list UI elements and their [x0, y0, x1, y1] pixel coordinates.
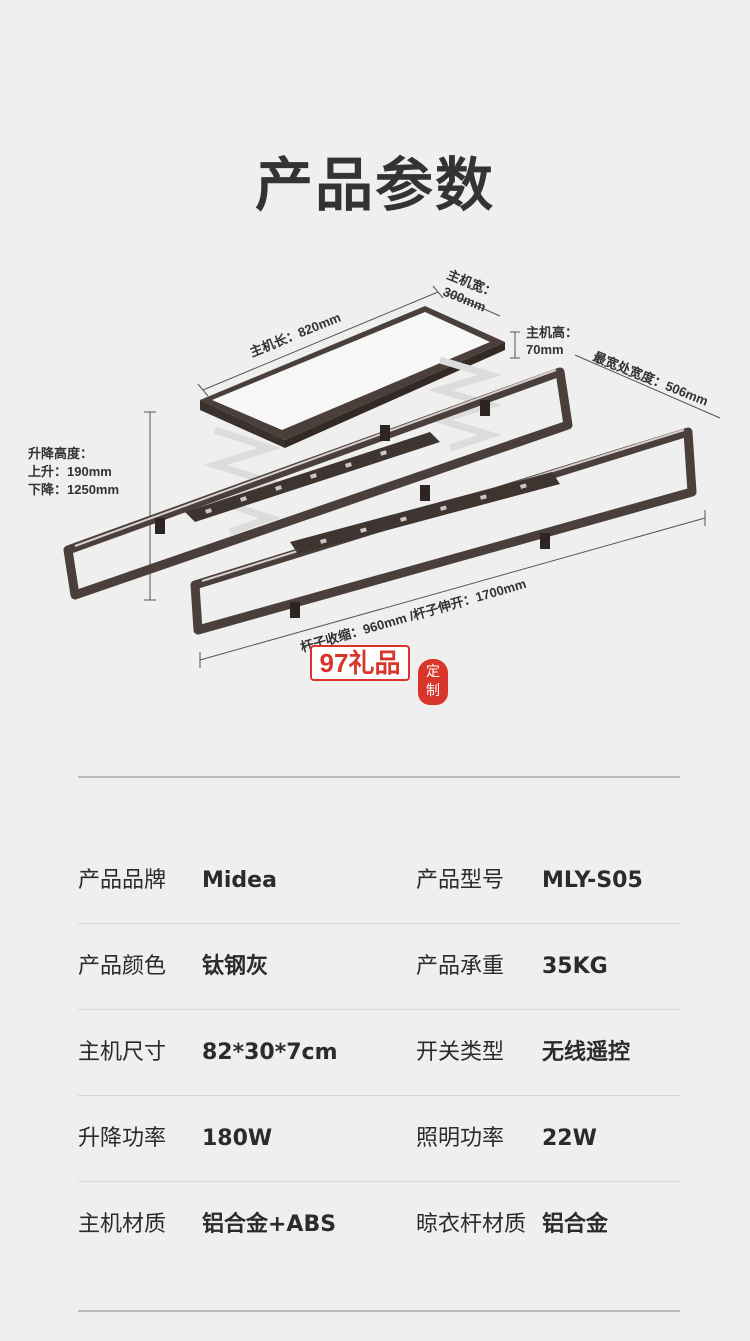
hanger-bars [185, 432, 560, 554]
front-rack-highlight [74, 369, 557, 547]
front-rack [63, 367, 573, 600]
height-label: 主机高： [526, 325, 578, 340]
spec-label: 主机尺寸 [78, 1040, 167, 1065]
spec-label: 产品承重 [416, 954, 505, 979]
drying-rack-diagram: 主机长：820mm 主机宽： 300mm 主机高： 70mm 最宽处宽度：506… [28, 267, 721, 668]
spec-row: 主机尺寸 82*30*7cm 开关类型 无线遥控 [78, 1010, 680, 1096]
watermark-logo: 97礼品 [310, 645, 410, 681]
spec-label: 照明功率 [416, 1126, 505, 1151]
spec-row: 主机材质 铝合金+ABS 晾衣杆材质 铝合金 [78, 1182, 680, 1268]
main-unit [200, 306, 505, 448]
bottom-divider [78, 1310, 680, 1312]
page-title: 产品参数 [254, 151, 495, 219]
spec-value: 钛钢灰 [202, 954, 269, 979]
max-width-label: 最宽处宽度：506mm [591, 349, 710, 409]
spec-label: 升降功率 [78, 1126, 167, 1151]
spec-value: Midea [202, 868, 277, 893]
spec-row: 产品颜色 钛钢灰 产品承重 35KG [78, 924, 680, 1010]
spec-row: 升降功率 180W 照明功率 22W [78, 1096, 680, 1182]
spec-value: MLY-S05 [542, 868, 643, 893]
spec-value: 无线遥控 [542, 1040, 631, 1065]
height-value: 70mm [526, 342, 564, 357]
seal-char-2: 制 [426, 683, 440, 699]
spec-label: 开关类型 [416, 1040, 505, 1065]
rack-joints [155, 400, 550, 618]
lift-down: 下降：1250mm [28, 482, 119, 497]
lift-up: 上升：190mm [28, 464, 112, 479]
spec-value: 铝合金+ABS [202, 1212, 337, 1237]
spec-table: 产品品牌 Midea 产品型号 MLY-S05 产品颜色 钛钢灰 产品承重 35… [78, 838, 680, 1268]
dimension-lines [144, 285, 721, 668]
seal-char-1: 定 [426, 664, 440, 680]
spec-value: 铝合金 [542, 1212, 609, 1237]
spec-label: 主机材质 [78, 1212, 167, 1237]
spec-label: 产品型号 [416, 868, 505, 893]
lift-title: 升降高度： [28, 446, 93, 461]
spec-row: 产品品牌 Midea 产品型号 MLY-S05 [78, 838, 680, 924]
spec-label: 产品品牌 [78, 868, 167, 893]
seal-icon: 定 制 [418, 659, 448, 705]
spec-value: 35KG [542, 954, 608, 979]
spec-value: 180W [202, 1126, 273, 1151]
spec-value: 22W [542, 1126, 597, 1151]
top-divider [78, 776, 680, 778]
spec-label: 晾衣杆材质 [416, 1212, 527, 1237]
watermark-stamp: 97礼品 定 制 [310, 645, 450, 705]
spec-value: 82*30*7cm [202, 1040, 338, 1065]
spec-label: 产品颜色 [78, 954, 167, 979]
